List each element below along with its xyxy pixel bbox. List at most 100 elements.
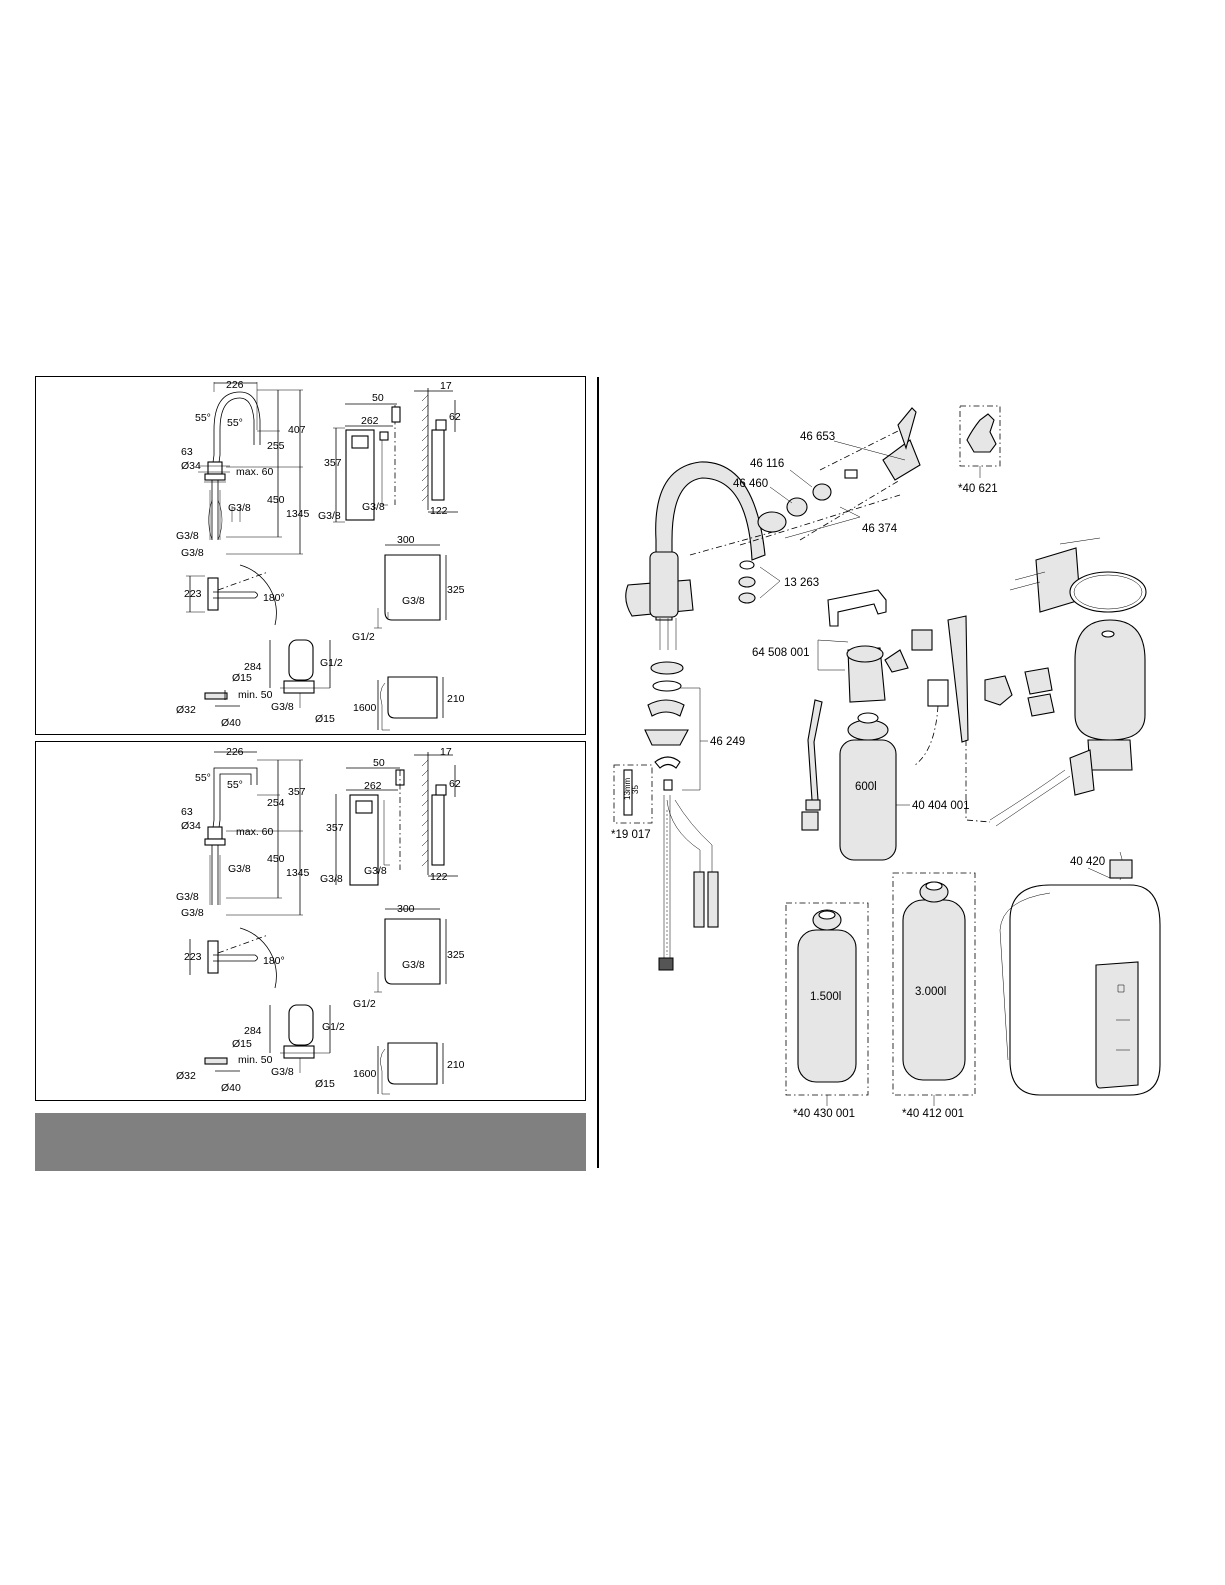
dim-55-right-2: 55° <box>227 779 243 791</box>
filter-head <box>801 589 969 831</box>
part-46653: 46 653 <box>800 431 835 443</box>
dim-d34: Ø34 <box>181 460 201 472</box>
part-40412001: *40 412 001 <box>902 1108 964 1120</box>
dim-g38-upper-2: G3/8 <box>228 863 251 875</box>
dim-g38-left-2: G3/8 <box>320 873 343 885</box>
faucet-body <box>625 461 901 971</box>
boiler-dimension-drawing-2: 300 325 G3/8 G1/2 <box>353 903 465 1010</box>
filter-cartridge-600 <box>839 712 910 861</box>
dim-g38-right-2: G3/8 <box>364 865 387 877</box>
dim-17: 17 <box>440 380 452 392</box>
dim-62-2: 62 <box>449 778 461 790</box>
dim-254: 254 <box>267 797 285 809</box>
dim-357: 357 <box>288 786 306 798</box>
dim-63: 63 <box>181 446 193 458</box>
boiler-dimension-drawing: 300 325 G3/8 G1/2 <box>352 534 465 643</box>
dim-d15-bottom-2: Ø15 <box>315 1078 335 1090</box>
dim-284-2: 284 <box>244 1025 262 1037</box>
dim-255: 255 <box>267 440 285 452</box>
dim-g38-boiler-2: G3/8 <box>402 959 425 971</box>
part-46374: 46 374 <box>862 523 898 535</box>
filter-dimension-drawing: 50 262 357 G3/8 G3/8 17 62 122 <box>318 380 461 523</box>
dim-g12-boiler-2: G1/2 <box>353 998 376 1010</box>
dim-d15-bottom: Ø15 <box>315 713 335 725</box>
dim-d15: Ø15 <box>232 672 252 684</box>
dim-180-2: 180° <box>263 955 285 967</box>
dim-g38-mid-2: G3/8 <box>176 891 199 903</box>
dim-180: 180° <box>263 592 285 604</box>
faucet-dimension-drawing: 226 55° 55° 407 255 63 Ø34 max. 60 450 1… <box>176 379 310 559</box>
dim-g38-mid: G3/8 <box>176 530 199 542</box>
gauge-19017: 13mm 35 <box>613 764 653 824</box>
tank-dimension-drawing: 284 G1/2 Ø15 min. 50 Ø32 G3/8 Ø40 Ø15 <box>176 639 343 729</box>
cable-dimension-drawing-2: 1600 210 <box>353 1042 465 1095</box>
dim-262: 262 <box>361 415 379 427</box>
dim-55-left: 55° <box>195 412 211 424</box>
filter-dimension-drawing-2: 50 262 357 G3/8 G3/8 17 62 122 <box>320 746 461 886</box>
swivel-dimension-drawing-2: 223 180° <box>184 927 285 989</box>
filter-600-label: 600l <box>855 781 877 793</box>
exploded-parts-view: 13mm 35 46 653 46 116 46 460 46 374 *40 … <box>611 405 1161 1120</box>
cable-dimension-drawing: 1600 210 <box>353 676 465 731</box>
lever-option-box <box>959 405 1001 478</box>
dim-d15-2: Ø15 <box>232 1038 252 1050</box>
dim-284: 284 <box>244 661 262 673</box>
dimension-panel-1 <box>35 376 586 735</box>
part-40420: 40 420 <box>1070 856 1105 868</box>
dim-300-2: 300 <box>397 903 415 915</box>
dim-d34-2: Ø34 <box>181 820 201 832</box>
dim-1600-2: 1600 <box>353 1068 377 1080</box>
tank-dimension-drawing-2: 284 G1/2 Ø15 min. 50 Ø32 G3/8 Ø40 Ø15 <box>176 1004 345 1094</box>
dim-max60-2: max. 60 <box>236 826 274 838</box>
part-13263: 13 263 <box>784 577 819 589</box>
part-40404001: 40 404 001 <box>912 800 970 812</box>
part-40430001: *40 430 001 <box>793 1108 855 1120</box>
dim-450: 450 <box>267 494 285 506</box>
dim-226: 226 <box>226 379 244 391</box>
dim-210: 210 <box>447 693 465 705</box>
panel-1-drawings: 226 55° 55° 407 255 63 Ø34 max. 60 450 1… <box>176 379 465 731</box>
dim-55-right: 55° <box>227 417 243 429</box>
dim-min50-2: min. 50 <box>238 1054 273 1066</box>
pressure-tank <box>965 619 1146 827</box>
dim-max60: max. 60 <box>236 466 274 478</box>
part-19017: *19 017 <box>611 829 651 841</box>
dim-122: 122 <box>430 505 448 517</box>
dim-223: 223 <box>184 588 202 600</box>
dim-226-2: 226 <box>226 746 244 758</box>
dim-g12-tank: G1/2 <box>320 657 343 669</box>
dim-1600: 1600 <box>353 702 377 714</box>
dim-g12: G1/2 <box>352 631 375 643</box>
dim-1345-2: 1345 <box>286 867 310 879</box>
filter-cartridge-1500 <box>785 902 869 1106</box>
dim-g38-tank: G3/8 <box>271 701 294 713</box>
dim-g38-left: G3/8 <box>318 510 341 522</box>
dim-62: 62 <box>449 411 461 423</box>
dim-300: 300 <box>397 534 415 546</box>
dim-210-2: 210 <box>447 1059 465 1071</box>
part-46460: 46 460 <box>733 478 768 490</box>
dim-g38: G3/8 <box>402 595 425 607</box>
part-64508001: 64 508 001 <box>752 647 810 659</box>
dim-223-2: 223 <box>184 951 202 963</box>
dim-122-2: 122 <box>430 871 448 883</box>
dim-63-2: 63 <box>181 806 193 818</box>
part-46249: 46 249 <box>710 736 745 748</box>
dim-1345: 1345 <box>286 508 310 520</box>
dim-50-2: 50 <box>373 757 385 769</box>
mounting-bracket <box>1009 537 1147 613</box>
dim-g38-lower-2: G3/8 <box>181 907 204 919</box>
dim-450-2: 450 <box>267 853 285 865</box>
dim-g38-tank-2: G3/8 <box>271 1066 294 1078</box>
part-40621: *40 621 <box>958 483 998 495</box>
faucet-dimension-drawing-2: 226 55° 55° 357 254 63 Ø34 max. 60 450 1… <box>176 746 310 919</box>
cartridge-parts <box>680 407 921 791</box>
dim-d40: Ø40 <box>221 717 241 729</box>
filter-3000-label: 3.000l <box>915 986 946 998</box>
dim-55-left-2: 55° <box>195 772 211 784</box>
dim-g38-right: G3/8 <box>362 501 385 513</box>
gray-info-bar <box>35 1113 586 1171</box>
dim-d32-2: Ø32 <box>176 1070 196 1082</box>
dim-325: 325 <box>447 584 465 596</box>
